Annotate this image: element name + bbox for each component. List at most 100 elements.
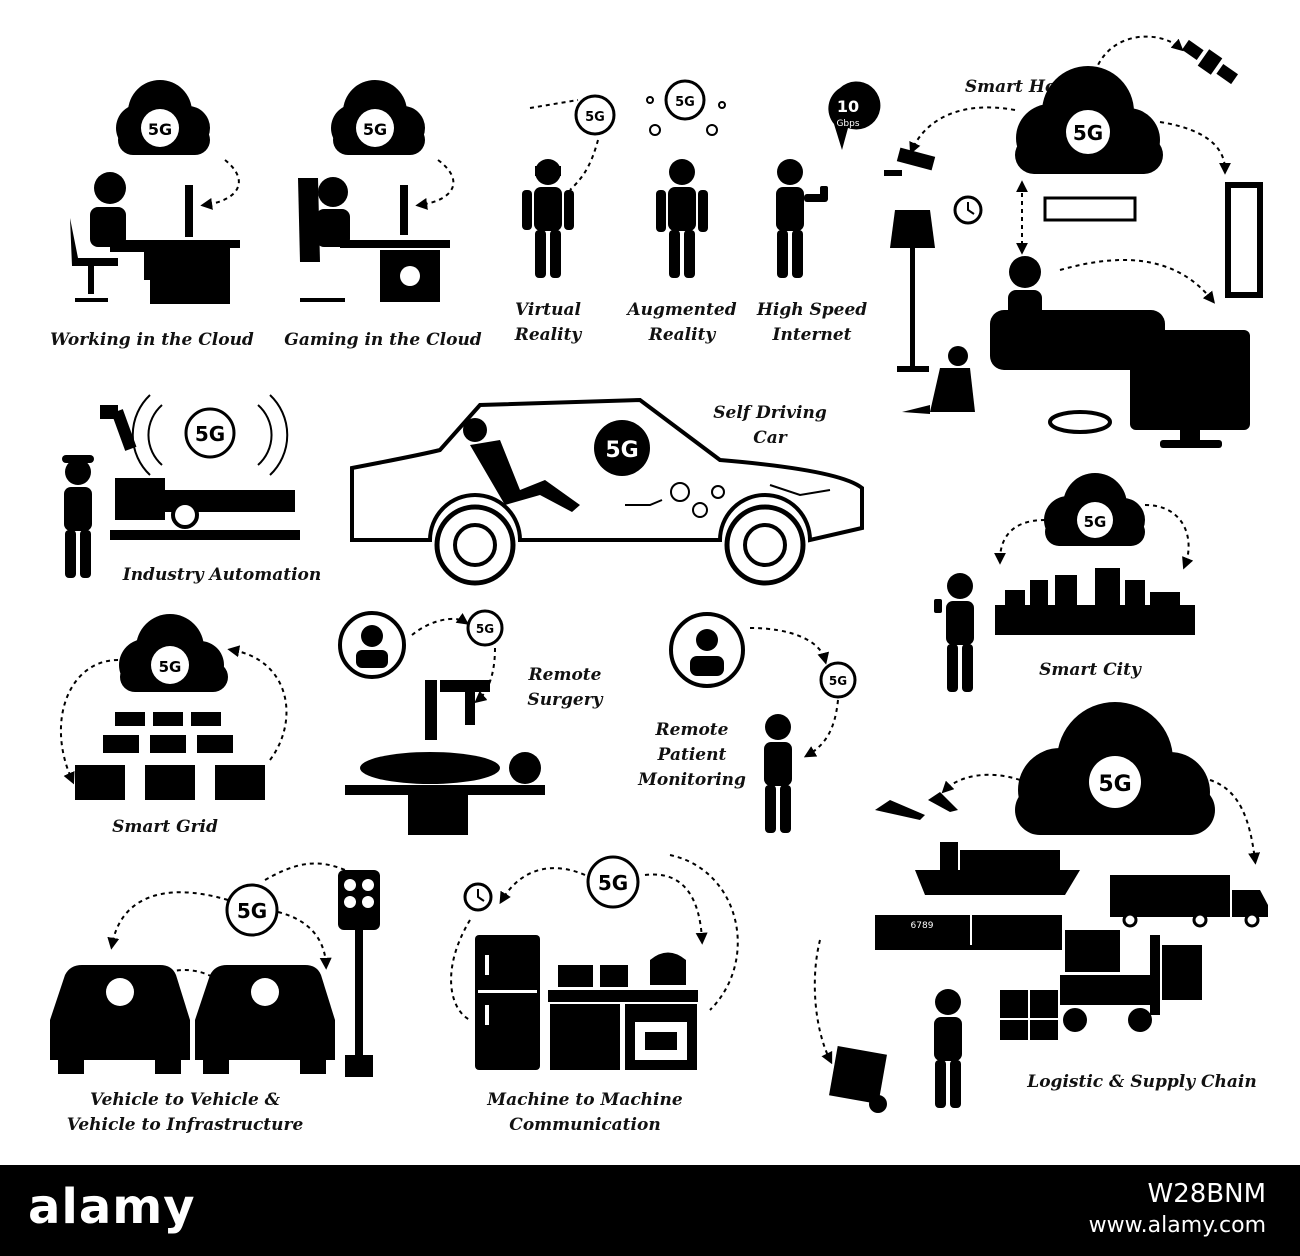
- label-vr-line1: Virtual: [515, 300, 582, 320]
- augmented-reality-scene: 5G: [646, 79, 726, 278]
- working-cloud-scene: 5G: [70, 80, 240, 304]
- label-m2m-line1: Machine to Machine: [486, 1090, 683, 1110]
- cloud-icon: [1015, 702, 1215, 835]
- city-phone-user-icon: [934, 573, 974, 692]
- fiveg-badge: [1066, 110, 1110, 154]
- city-skyline-icon: [995, 568, 1195, 635]
- watermark-logo: alamy: [28, 1179, 196, 1235]
- svg-text:5G: 5G: [237, 899, 267, 923]
- car-wheel-icon: [724, 504, 806, 586]
- svg-text:5G: 5G: [1073, 121, 1103, 145]
- air-conditioner-icon: [1043, 196, 1137, 222]
- fiveg-badge: [151, 646, 189, 684]
- label-hsi-line2: Internet: [772, 325, 852, 345]
- self-driving-car-scene: 5G: [350, 397, 864, 586]
- label-ar-line1: Augmented: [625, 300, 736, 320]
- airplane-icon: [875, 792, 958, 820]
- cargo-ship-icon: [915, 842, 1080, 895]
- label-v2v-line1: Vehicle to Vehicle &: [90, 1090, 281, 1110]
- fiveg-badge: [594, 420, 650, 476]
- label-vr-line2: Reality: [514, 325, 583, 345]
- floor-lamp-icon: [890, 210, 935, 372]
- speech-bubble-icon: [828, 81, 881, 150]
- fiveg-badge: [141, 109, 179, 147]
- fridge-icon: [475, 935, 540, 1070]
- fiveg-badge: [1089, 756, 1141, 808]
- train-icon: [875, 915, 1062, 950]
- remote-patient-scene: 5G: [669, 612, 857, 833]
- v2v-scene: 5G: [50, 862, 380, 1077]
- hand-truck-worker-icon: [829, 989, 962, 1113]
- watermark-site: www.alamy.com: [1088, 1213, 1266, 1238]
- label-v2v-line2: Vehicle to Infrastructure: [67, 1115, 304, 1135]
- illustration-canvas: 5G Working in the Cloud 5G: [50, 35, 1268, 1135]
- forklift-icon: [1060, 930, 1202, 1032]
- svg-text:5G: 5G: [829, 674, 847, 688]
- fiveg-badge: [184, 407, 236, 459]
- m2m-scene: 5G: [450, 854, 739, 1070]
- clock-icon: [953, 195, 983, 225]
- phone-user-icon: [776, 159, 828, 278]
- kitchen-counter-icon: [548, 952, 698, 1070]
- office-worker-icon: [70, 172, 240, 304]
- label-rs-line2: Surgery: [527, 690, 603, 710]
- fiveg-badge: [466, 609, 504, 647]
- fiveg-badge: [574, 94, 616, 136]
- label-logistics: Logistic & Supply Chain: [1026, 1072, 1256, 1092]
- label-hsi-line1: High Speed: [756, 300, 867, 320]
- cctv-camera-icon: [884, 147, 936, 176]
- label-rpm-line3: Monitoring: [637, 770, 746, 790]
- truck-icon: [1110, 875, 1268, 928]
- ar-glasses-person-icon: [656, 159, 708, 278]
- fiveg-badge: [586, 855, 640, 909]
- label-ar-line2: Reality: [648, 325, 717, 345]
- label-smart-city: Smart City: [1039, 660, 1142, 680]
- lathe-machine-icon: [110, 478, 300, 540]
- label-smart-grid: Smart Grid: [112, 817, 218, 837]
- dog-icon: [902, 346, 975, 414]
- svg-text:5G: 5G: [585, 110, 605, 125]
- label-industry-automation: Industry Automation: [122, 565, 322, 585]
- svg-text:5G: 5G: [476, 622, 494, 636]
- smart-city-scene: 5G: [934, 473, 1195, 692]
- monitor-icon: [1130, 330, 1250, 448]
- car-wheel-icon: [434, 504, 516, 586]
- label-gaming-cloud: Gaming in the Cloud: [284, 330, 482, 350]
- smart-home-scene: 5G: [884, 35, 1263, 448]
- label-rs-line1: Remote: [528, 665, 602, 685]
- label-sdc-line1: Self Driving: [713, 403, 827, 423]
- svg-text:5G: 5G: [1084, 513, 1107, 531]
- svg-text:5G: 5G: [195, 422, 225, 446]
- svg-text:5G: 5G: [675, 95, 695, 110]
- svg-text:5G: 5G: [605, 438, 638, 463]
- label-working-cloud: Working in the Cloud: [50, 330, 254, 350]
- label-rpm-line1: Remote: [655, 720, 729, 740]
- svg-text:6789: 6789: [911, 921, 934, 931]
- watermark-bar: alamy W28BNM www.alamy.com: [0, 1165, 1300, 1256]
- fiveg-badge: [819, 661, 857, 699]
- virtual-reality-scene: 5G: [522, 94, 616, 278]
- clock-icon: [463, 882, 493, 912]
- engineer-hardhat-icon: [62, 455, 94, 578]
- remote-surgery-scene: 5G: [338, 609, 545, 835]
- robotic-arm-icon: [100, 405, 137, 451]
- fiveg-badge: [664, 79, 706, 121]
- smart-grid-scene: 5G: [59, 614, 288, 800]
- logistics-scene: 5G 6789: [813, 702, 1268, 1113]
- label-sdc-line2: Car: [753, 428, 788, 448]
- passenger-icon: [463, 418, 580, 512]
- label-rpm-line2: Patient: [657, 745, 727, 765]
- industry-automation-scene: 5G: [62, 394, 300, 578]
- vr-headset-person-icon: [522, 159, 574, 278]
- svg-text:5G: 5G: [148, 120, 172, 139]
- svg-text:5G: 5G: [1098, 772, 1131, 797]
- watermark-image-id: W28BNM: [1147, 1179, 1266, 1209]
- surgical-robot-icon: [345, 680, 545, 835]
- svg-text:5G: 5G: [363, 120, 387, 139]
- car-right-icon: [195, 965, 335, 1074]
- fiveg-badge: [1077, 502, 1113, 538]
- high-speed-internet-scene: 10 Gbps: [776, 81, 881, 278]
- fiveg-badge: [356, 109, 394, 147]
- car-left-icon: [50, 965, 190, 1074]
- gamer-icon: [298, 177, 450, 302]
